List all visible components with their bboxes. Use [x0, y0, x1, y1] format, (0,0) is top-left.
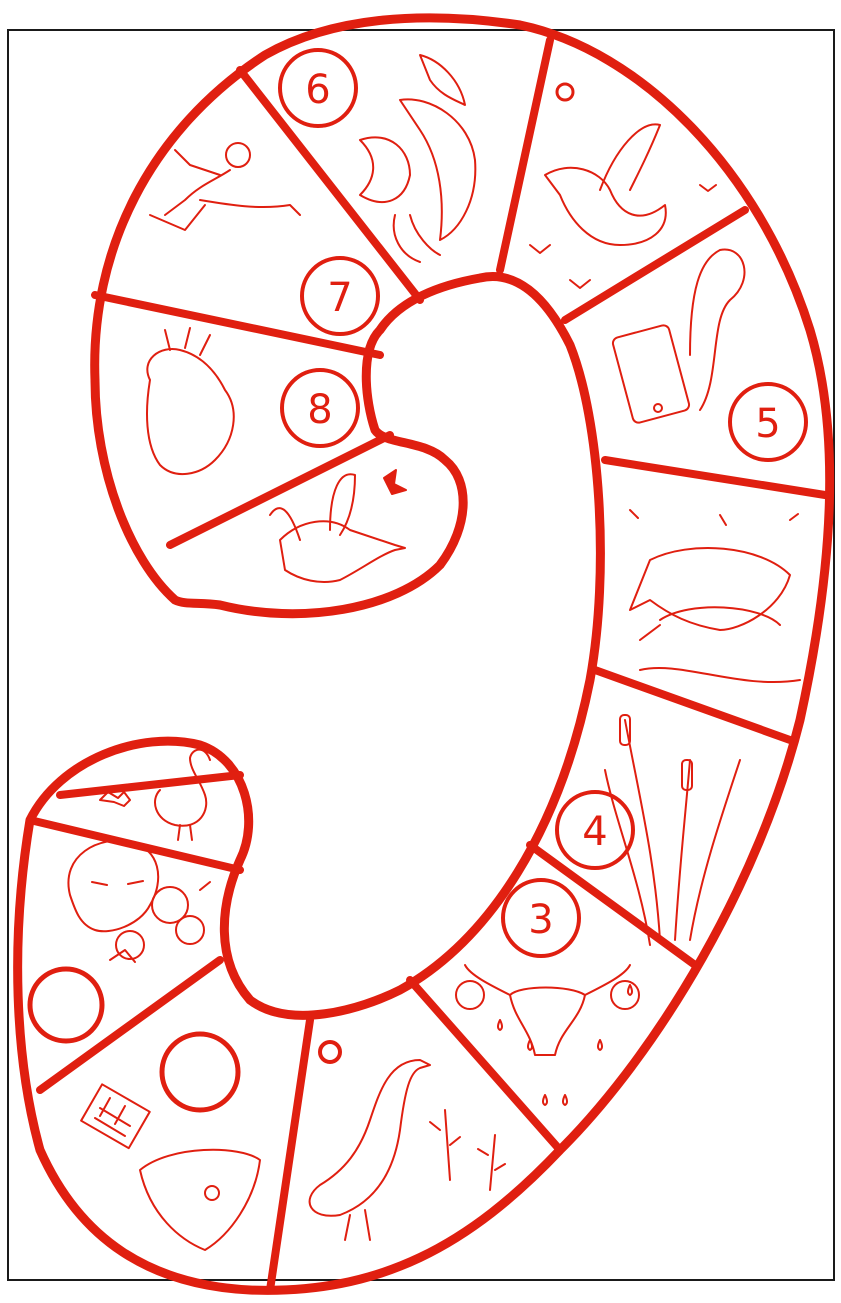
space-number-3: 3 [528, 897, 553, 943]
dolphins-icon [360, 55, 475, 262]
space-number-5: 5 [755, 401, 780, 447]
anatomical-heart-icon [147, 328, 234, 474]
underwear-chocolate-icon [81, 1084, 260, 1250]
space-dividers [30, 40, 825, 1290]
space-number-7: 7 [327, 275, 352, 321]
uterus-blood-icon [456, 965, 639, 1105]
goose-chicks-icon [100, 750, 210, 840]
goose-sprigs-icon [310, 1042, 505, 1240]
page-frame [8, 30, 834, 1280]
space-number-8: 8 [307, 387, 332, 433]
blank-circle-icon[interactable] [30, 969, 102, 1041]
hurdler-icon [150, 143, 300, 230]
space-number-6: 6 [305, 67, 330, 113]
space-number-4: 4 [582, 809, 607, 855]
track-outer-border [18, 18, 830, 1290]
blank-circle-icon[interactable] [162, 1034, 238, 1110]
geese-drinking-icon [630, 510, 800, 682]
goose-flapping-icon [530, 84, 716, 288]
